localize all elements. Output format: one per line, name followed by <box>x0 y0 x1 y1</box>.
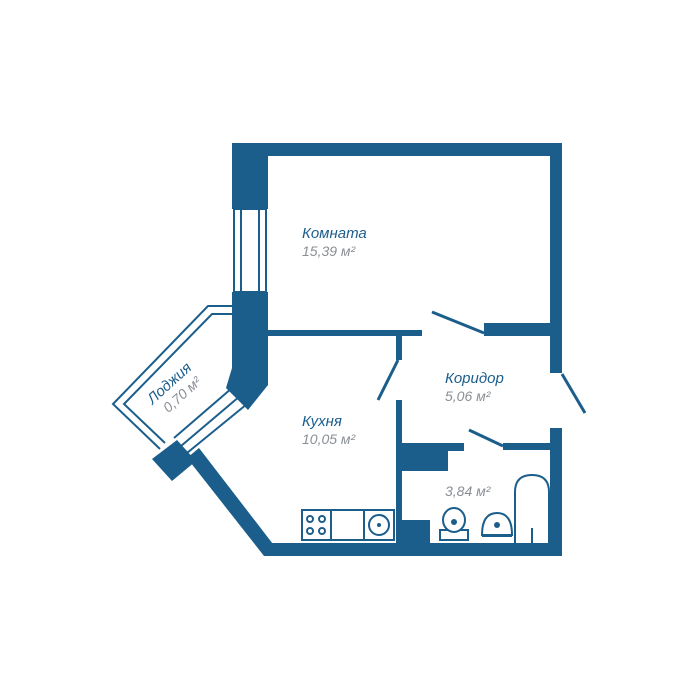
room-window <box>233 208 267 293</box>
room-area: 10,05 м² <box>302 431 357 447</box>
doors <box>376 310 587 448</box>
room-name: Коридор <box>445 370 504 387</box>
room-label-corridor: Коридор 5,06 м² <box>445 370 504 404</box>
washbasin-icon <box>480 511 514 537</box>
room-label-bathroom: 3,84 м² <box>445 483 492 499</box>
toilet-icon <box>439 507 469 541</box>
interior-walls <box>268 323 556 550</box>
room-label-kitchen: Кухня 10,05 м² <box>302 413 357 447</box>
stove-icon <box>306 515 326 535</box>
room-label-komnata: Комната 15,39 м² <box>302 225 367 259</box>
room-name: Комната <box>302 225 367 242</box>
bathroom-fixtures <box>439 473 550 543</box>
room-area: 5,06 м² <box>445 388 492 404</box>
loggia-outline <box>111 305 248 454</box>
room-label-loggia: Лоджия 0,70 м² <box>143 359 205 415</box>
room-area: 15,39 м² <box>302 243 357 259</box>
kitchen-counter <box>301 509 395 541</box>
kitchen-sink-icon <box>368 514 390 536</box>
bathtub-icon <box>514 473 550 543</box>
outer-walls <box>152 143 562 556</box>
room-area: 3,84 м² <box>445 483 492 499</box>
room-name: Кухня <box>302 413 342 430</box>
